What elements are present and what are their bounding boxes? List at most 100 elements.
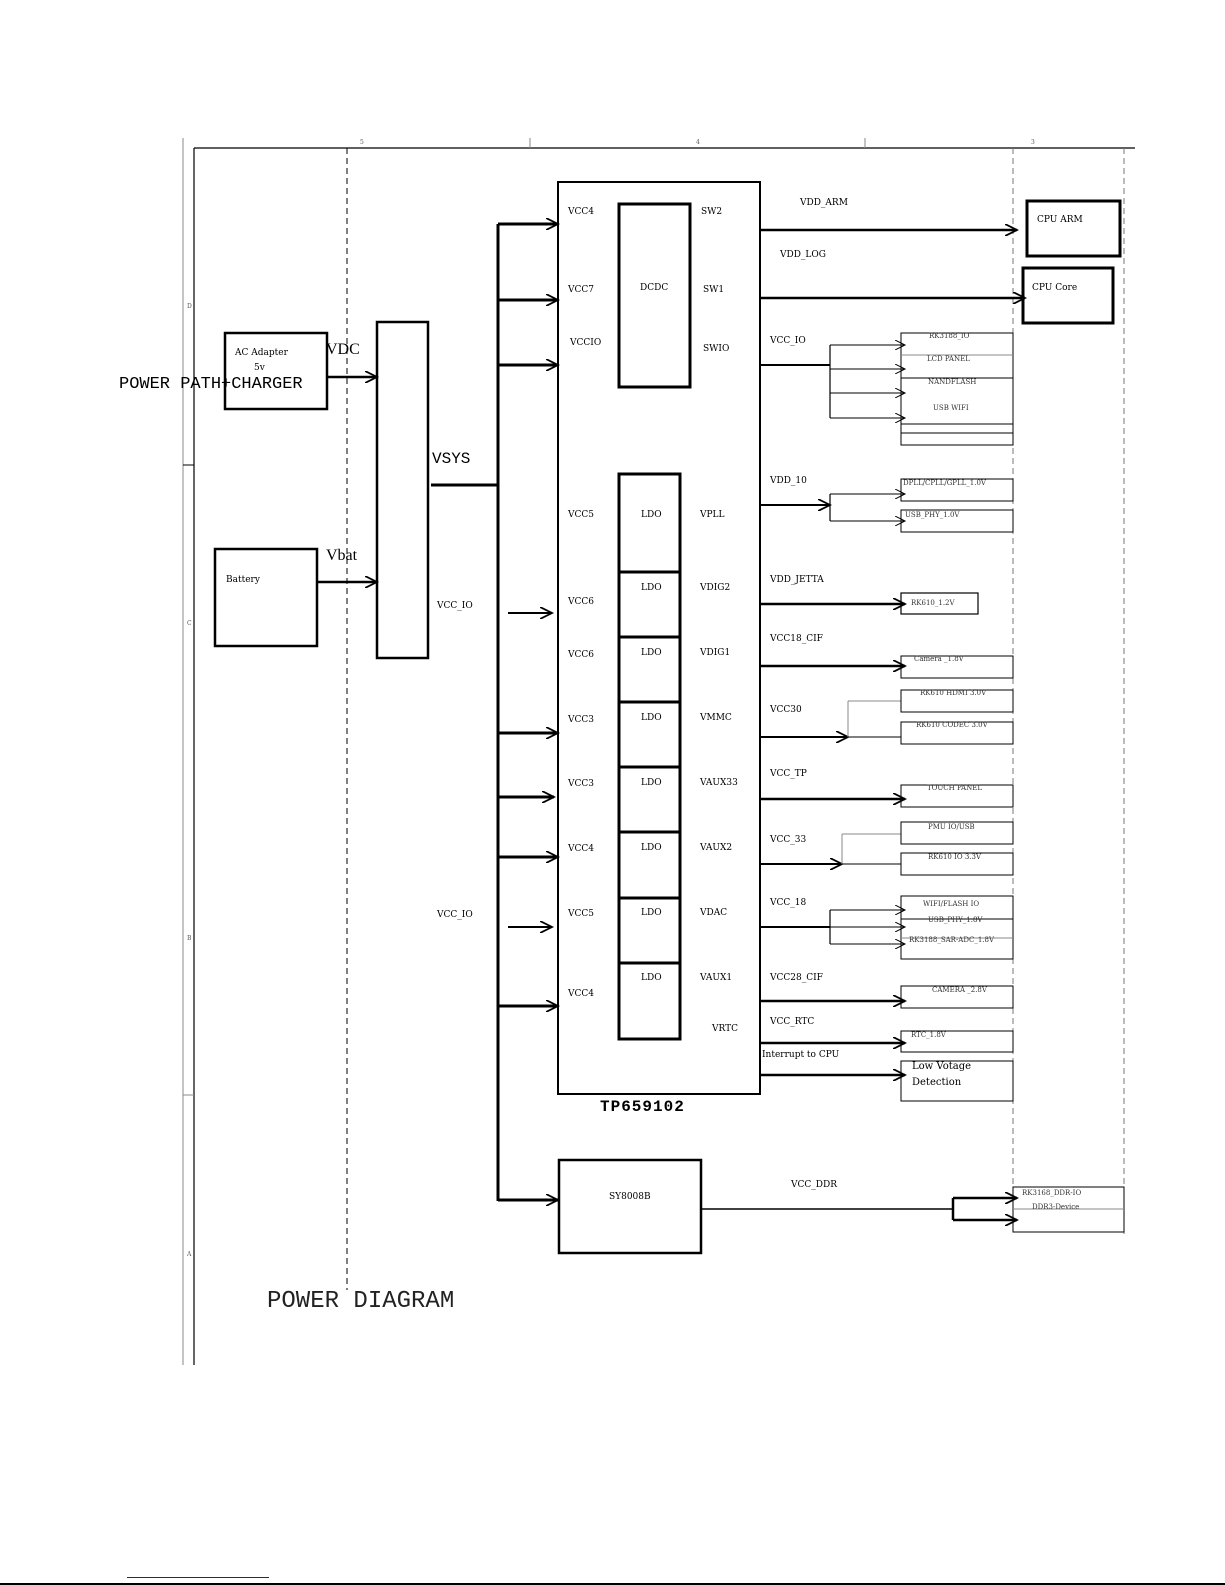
ldo-input-pin: VCC5 [567,510,594,520]
rail-net-label: VDD_JETTA [769,575,824,585]
load-label: DPLL/CPLL/GPLL_1.0V [903,479,987,487]
row-marker: B [187,935,192,942]
ldo-block [617,700,682,769]
load-box [900,509,1014,533]
load-label: RK610 CODEC 3.0V [916,721,989,729]
row-marker: C [187,620,192,627]
load-box [900,478,1014,502]
load-label: Camera _1.8V [914,655,965,663]
rail-net-label: VCC_RTC [769,1017,814,1027]
vcc-io-label: VCC_IO [436,910,473,920]
power-rail: VCC_TP TOUCH PANEL [760,769,1014,808]
battery-block: Battery Vbat [213,547,358,648]
ldo-output-pin: VAUX33 [699,778,738,788]
ldo-output-pin: VAUX1 [699,973,732,983]
load-box [900,1030,1014,1053]
load-label: USB WIFI [933,404,969,412]
column-marker: 5 [360,139,364,146]
ac-adapter-label: AC Adapter [234,348,289,358]
ldo-label: LDO [641,713,662,723]
pmic-tp659102: DCDC VCC4 VCC7 VCCIO SW2 SW1 SWIO LDOVCC… [557,181,761,1095]
load-label: LCD PANEL [927,355,970,363]
load-box [900,784,1014,808]
dcdc-output-pin: SWIO [703,344,729,354]
load-label: Low Votage [912,1061,971,1072]
vrtc-pin: VRTC [711,1024,738,1034]
dcdc-input-pin: VCCIO [569,338,601,348]
ldo-label: LDO [641,510,662,520]
rail-net-label: VCC_33 [769,835,806,845]
drawing-frame: 5 4 3 D C B A [182,138,1135,1365]
rail-net-label: VDD_ARM [799,198,848,208]
vsys-bus [496,224,558,1201]
vcc-ddr-net: VCC_DDR [790,1180,837,1190]
ldo-output-pin: VAUX2 [699,843,732,853]
load-box [900,895,1014,960]
vbat-net-label: Vbat [326,547,358,564]
ldo-label: LDO [641,648,662,658]
rail-net-label: VCC_18 [769,898,806,908]
charger-block [375,320,430,660]
ac-adapter-voltage: 5v [254,363,266,373]
dcdc-block [617,202,692,389]
pmic-name: TP659102 [600,1098,685,1116]
rail-net-label: VCC30 [769,705,802,715]
rail-net-label: Interrupt to CPU [762,1050,840,1060]
row-marker: D [187,303,192,310]
load-label: WIFI/FLASH IO [923,900,979,908]
ddr-load: DDR3-Device [1032,1203,1079,1211]
load-label: RK610 HDMI 3.0V [920,689,987,697]
footer-link-underline[interactable] [127,1577,269,1578]
load-label: RTC_1.8V [911,1031,947,1039]
load-label: CPU Core [1032,283,1077,293]
ldo-label: LDO [641,583,662,593]
load-label: RK610 IO 3.3V [928,853,982,861]
power-rail: VCC_RTC RTC_1.8V [760,1017,1014,1053]
ldo-input-pin: VCC3 [567,779,594,789]
rail-net-label: VCC_IO [769,336,806,346]
power-rail: VCC30 RK610 HDMI 3.0V RK610 CODEC 3.0V [760,689,1014,745]
load-box [900,332,1014,434]
ldo-input-pin: VCC4 [567,989,594,999]
load-label: Detection [912,1077,962,1088]
diagram-title: POWER DIAGRAM [267,1288,454,1315]
ldo-label: LDO [641,908,662,918]
dcdc-label: DCDC [640,283,668,293]
column-marker: 4 [696,139,700,146]
dcdc-input-pin: VCC4 [567,207,594,217]
ddr-load: RK3168_DDR-IO [1022,1189,1081,1197]
load-box [900,985,1014,1009]
load-box [900,592,979,615]
ldo-output-pin: VDAC [699,908,727,918]
ldo-input-pin: VCC6 [567,597,594,607]
rail-net-label: VCC_TP [769,769,807,779]
dcdc-output-pin: SW2 [701,207,722,217]
ldo-output-pin: VPLL [699,510,725,520]
ldo-input-pin: VCC4 [567,844,594,854]
vdc-net-label: VDC [326,341,360,358]
ddr-regulator: SY8008B VCC_DDR RK3168_DDR-IO DDR3-Devic… [557,1158,1125,1255]
row-marker: A [186,1251,192,1258]
ldo-input-pin: VCC3 [567,715,594,725]
ldo-output-pin: VMMC [699,713,732,723]
ldo-block [617,961,682,1041]
load-label: TOUCH PANEL [927,784,982,792]
ldo-block [617,635,682,704]
ldo-block [617,570,682,639]
load-label: NANDFLASH [928,378,976,386]
ldo-block [617,765,682,834]
ac-adapter-block: AC Adapter 5v VDC [223,331,360,411]
dcdc-output-pin: SW1 [703,285,724,295]
rail-net-label: VDD_10 [769,476,807,486]
sy8008b-label: SY8008B [609,1192,651,1202]
load-box [900,1060,1014,1102]
